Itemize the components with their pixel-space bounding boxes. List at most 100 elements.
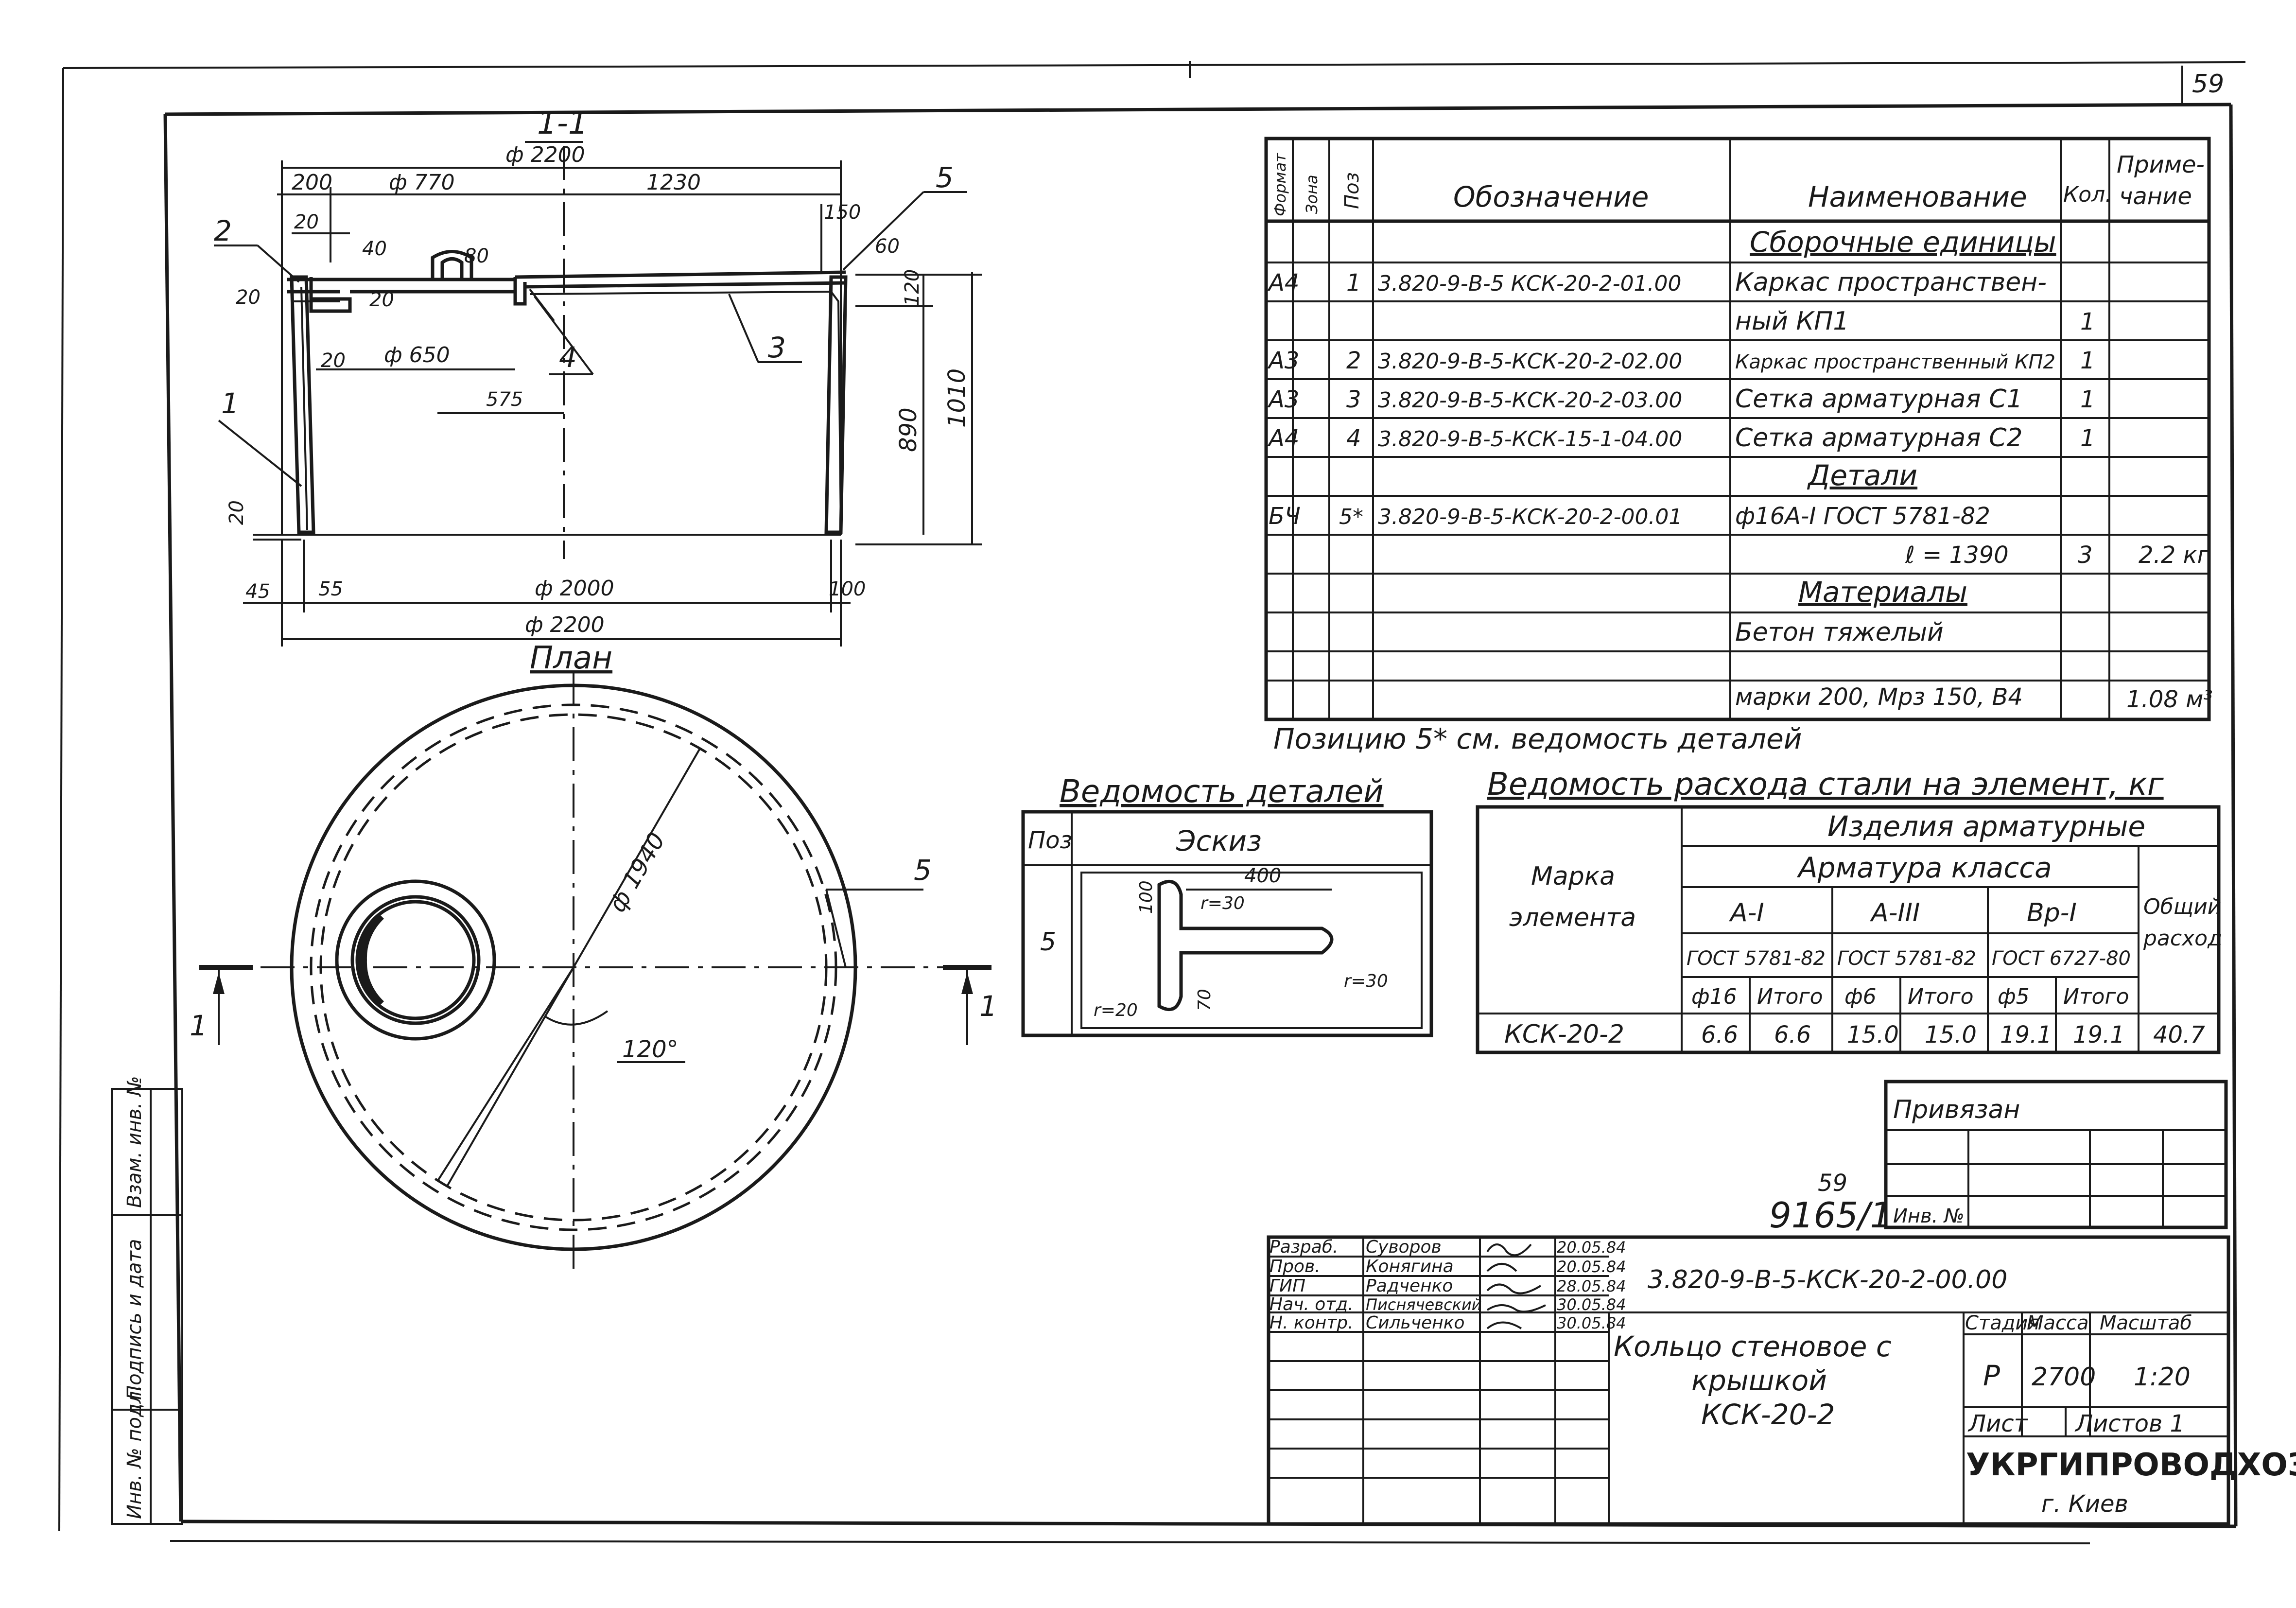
spec-row-3-qty: 1 — [2080, 347, 2095, 374]
steel-row-v1: 6.6 — [1701, 1021, 1738, 1049]
tb-name-2: Радченко — [1366, 1276, 1453, 1296]
angle-120: 120° — [622, 1036, 678, 1063]
pos-1: 1 — [221, 387, 239, 420]
side-stamp-inv-original: Инв. № подл. — [123, 1385, 146, 1519]
pos-5: 5 — [936, 161, 954, 194]
spec-row-4-name: Сетка арматурная С1 — [1735, 385, 2023, 414]
dim-80: 80 — [464, 245, 489, 267]
side-stamp: Взам. инв. № Подпись и дата Инв. № подл. — [111, 1076, 183, 1525]
spec-row-4-pos: 3 — [1346, 386, 1361, 413]
dim-1230: 1230 — [646, 170, 701, 195]
tb-date-3: 30.05.84 — [1557, 1295, 1626, 1314]
tb-name-2: крышкой — [1691, 1364, 1827, 1397]
sketch-r30-a: r=30 — [1200, 893, 1245, 913]
dim-575: 575 — [486, 388, 523, 411]
plan-view: План ф 1940 120° 5 1 1 — [190, 640, 997, 1269]
dim-20-rib: 20 — [369, 289, 394, 311]
side-stamp-replaced-inv: Взам. инв. № — [123, 1076, 146, 1208]
tb-name-1: Кольцо стеновое с — [1614, 1330, 1892, 1363]
dim-20-inner: 20 — [321, 350, 346, 372]
spec-row-4-format: А3 — [1267, 386, 1299, 413]
spec-row-7-designation: 3.820-9-В-5-КСК-20-2-00.01 — [1378, 505, 1682, 529]
spec-h-note-1: Приме- — [2117, 151, 2205, 178]
plan-label: План — [530, 640, 612, 676]
tb-role-0: Разраб. — [1270, 1237, 1338, 1257]
details-h-sketch: Эскиз — [1176, 824, 1262, 857]
spec-row-8-qty: 3 — [2078, 542, 2093, 569]
spec-row-1-name: Каркас пространствен- — [1735, 268, 2047, 297]
steel-h-a3: А-III — [1870, 898, 1920, 927]
steel-h-bp1: Вр-I — [2027, 898, 2077, 927]
tb-scale-h: Масштаб — [2100, 1312, 2192, 1334]
steel-h-total-a3: Итого — [1908, 984, 1974, 1009]
binding-block: Привязан Инв. № 59 9165/1 — [1769, 1080, 2228, 1236]
dim-150: 150 — [824, 201, 861, 224]
binding-inv-small: 59 — [1818, 1170, 1847, 1197]
dim-650: ф 650 — [384, 343, 450, 367]
cut-label-right: 1 — [979, 990, 997, 1023]
steel-h-total-1: Общий — [2143, 894, 2221, 919]
dim-770: ф 770 — [389, 170, 455, 195]
spec-row-0-name: Сборочные единицы — [1750, 226, 2056, 259]
spec-row-3-name: Каркас пространственный КП2 — [1735, 351, 2055, 373]
tb-role-4: Н. контр. — [1270, 1313, 1354, 1333]
steel-h-gost-3: ГОСТ 6727-80 — [1992, 947, 2131, 970]
steel-h-mark-2: элемента — [1509, 903, 1636, 932]
steel-consumption-table: Ведомость расхода стали на элемент, кг М… — [1476, 767, 2222, 1054]
spec-row-1-designation: 3.820-9-В-5 КСК-20-2-01.00 — [1378, 271, 1682, 296]
tb-name-3: Писнячевский — [1366, 1295, 1482, 1314]
section-1-1-view: 1-1 ф 2200 200 ф 770 1230 20 150 60 — [214, 105, 982, 647]
spec-row-1-pos: 1 — [1346, 269, 1361, 297]
spec-row-1-format: А4 — [1267, 269, 1299, 297]
steel-h-total-2: расход — [2143, 926, 2222, 951]
spec-row-3-designation: 3.820-9-В-5-КСК-20-2-02.00 — [1378, 349, 1682, 374]
spec-row-6-name: Детали — [1807, 459, 1917, 492]
page-number: 59 — [2192, 70, 2224, 99]
outer-frame — [58, 61, 2246, 1544]
spec-row-7-name: ф16А-I ГОСТ 5781-82 — [1735, 503, 1990, 530]
dim-55: 55 — [318, 578, 343, 600]
dim-20-left: 20 — [236, 286, 261, 309]
spec-row-5-designation: 3.820-9-В-5-КСК-15-1-04.00 — [1378, 427, 1682, 452]
steel-h-class: Арматура класса — [1796, 851, 2052, 884]
tb-sheets-h: Листов 1 — [2074, 1410, 2185, 1437]
dim-60: 60 — [875, 235, 900, 258]
tb-org: УКРГИПРОВОДХОЗ — [1966, 1447, 2296, 1483]
plan-pos-5: 5 — [914, 854, 932, 887]
spec-row-7-format: БЧ — [1269, 503, 1301, 530]
steel-h-total-bp1: Итого — [2063, 984, 2129, 1009]
spec-row-7-pos: 5* — [1339, 505, 1363, 529]
dim-2000: ф 2000 — [535, 576, 614, 601]
tb-scale: 1:20 — [2134, 1363, 2191, 1392]
spec-row-2-qty: 1 — [2080, 308, 2095, 335]
tb-role-1: Пров. — [1270, 1257, 1321, 1276]
spec-row-4-designation: 3.820-9-В-5-КСК-20-2-03.00 — [1378, 388, 1682, 413]
pos-4: 4 — [559, 341, 577, 374]
spec-h-format: Формат — [1271, 153, 1289, 216]
sketch-r30-b: r=30 — [1344, 971, 1388, 991]
title-block: Разраб. Суворов 20.05.84 Пров. Конягина … — [1267, 1235, 2296, 1526]
spec-row-9-name: Материалы — [1798, 576, 1967, 609]
tb-name-0: Суворов — [1366, 1237, 1442, 1257]
spec-h-pos: Поз — [1341, 172, 1363, 209]
tb-role-2: ГИП — [1270, 1276, 1305, 1296]
details-row-pos: 5 — [1040, 927, 1056, 957]
dim-200: 200 — [292, 170, 332, 195]
steel-h-total-a1: Итого — [1757, 984, 1823, 1009]
steel-h-mark-1: Марка — [1531, 862, 1615, 891]
sketch-r20: r=20 — [1094, 1000, 1138, 1020]
steel-row-v4: 15.0 — [1925, 1021, 1977, 1049]
tb-code: 3.820-9-В-5-КСК-20-2-00.00 — [1648, 1265, 2007, 1294]
tb-city: г. Киев — [2041, 1490, 2128, 1518]
tb-mass: 2700 — [2032, 1363, 2096, 1392]
spec-footnote: Позицию 5* см. ведомость деталей — [1273, 722, 1802, 755]
steel-h-d5: ф5 — [1998, 984, 2030, 1009]
steel-h-gost-1: ГОСТ 5781-82 — [1687, 947, 1826, 970]
dim-45: 45 — [245, 580, 270, 603]
tb-role-3: Нач. отд. — [1270, 1294, 1354, 1314]
dim-40: 40 — [362, 238, 387, 260]
dim-100: 100 — [829, 578, 866, 600]
pos-3: 3 — [768, 331, 786, 364]
spec-row-11-note: 1.08 м³ — [2126, 686, 2213, 713]
